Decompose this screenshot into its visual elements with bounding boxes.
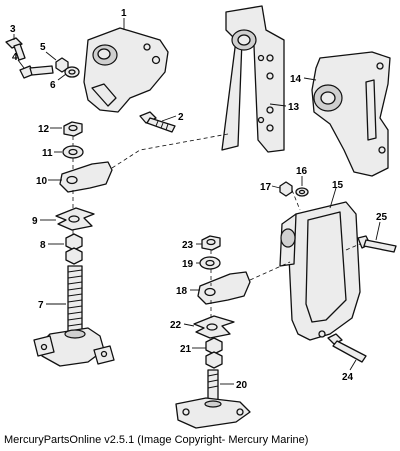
part-15-mount-plate <box>279 201 361 341</box>
part-21-nuts <box>205 337 223 369</box>
callout-6: 6 <box>50 80 56 91</box>
callout-9: 9 <box>32 216 38 227</box>
part-1-mount-bracket <box>83 27 169 113</box>
callout-3: 3 <box>10 24 16 35</box>
part-18-lug <box>197 271 251 305</box>
part-24-bolt <box>327 333 367 363</box>
callout-15: 15 <box>332 180 344 191</box>
part-16-washer <box>295 187 309 197</box>
callout-8: 8 <box>40 240 46 251</box>
callout-14: 14 <box>290 74 302 85</box>
part-11-washer <box>62 145 84 159</box>
callout-22: 22 <box>170 320 182 331</box>
part-20-threaded-mount <box>175 369 251 429</box>
callout-24: 24 <box>342 372 354 383</box>
part-22-tab-washer <box>193 315 235 339</box>
callout-labels: 1 2 3 4 5 6 7 8 9 10 11 12 13 14 15 16 1… <box>10 8 388 391</box>
part-23-nut <box>201 235 221 251</box>
part-2-bolt <box>139 111 176 133</box>
part-7-threaded-mount <box>33 265 115 367</box>
part-17-nut <box>279 181 293 197</box>
callout-13: 13 <box>288 102 300 113</box>
part-19-washer <box>199 256 221 270</box>
callout-17: 17 <box>260 182 272 193</box>
part-3-stud <box>5 37 26 61</box>
leader-lines <box>13 18 381 385</box>
part-6-washer <box>64 66 80 78</box>
callout-1: 1 <box>121 8 127 19</box>
part-13-upright-bracket <box>221 5 285 153</box>
copyright-caption: MercuryPartsOnline v2.5.1 (Image Copyrig… <box>4 434 309 446</box>
part-8-nuts <box>65 233 83 265</box>
callout-7: 7 <box>38 300 44 311</box>
callout-20: 20 <box>236 380 248 391</box>
part-10-lug <box>59 161 113 193</box>
callout-23: 23 <box>182 240 194 251</box>
callout-10: 10 <box>36 176 48 187</box>
part-12-nut <box>63 121 83 137</box>
callout-4: 4 <box>12 52 18 63</box>
part-14-side-bracket <box>311 51 391 177</box>
callout-12: 12 <box>38 124 50 135</box>
part-25-bolt <box>357 235 397 253</box>
part-9-tab-washer <box>55 207 95 231</box>
callout-16: 16 <box>296 166 308 177</box>
callout-25: 25 <box>376 212 388 223</box>
callout-18: 18 <box>176 286 188 297</box>
callout-19: 19 <box>182 259 194 270</box>
callout-5: 5 <box>40 42 46 53</box>
part-4-bolt <box>19 65 54 79</box>
callout-21: 21 <box>180 344 192 355</box>
assembly-lines <box>72 133 361 320</box>
callout-11: 11 <box>42 148 53 159</box>
callout-2: 2 <box>178 112 184 123</box>
